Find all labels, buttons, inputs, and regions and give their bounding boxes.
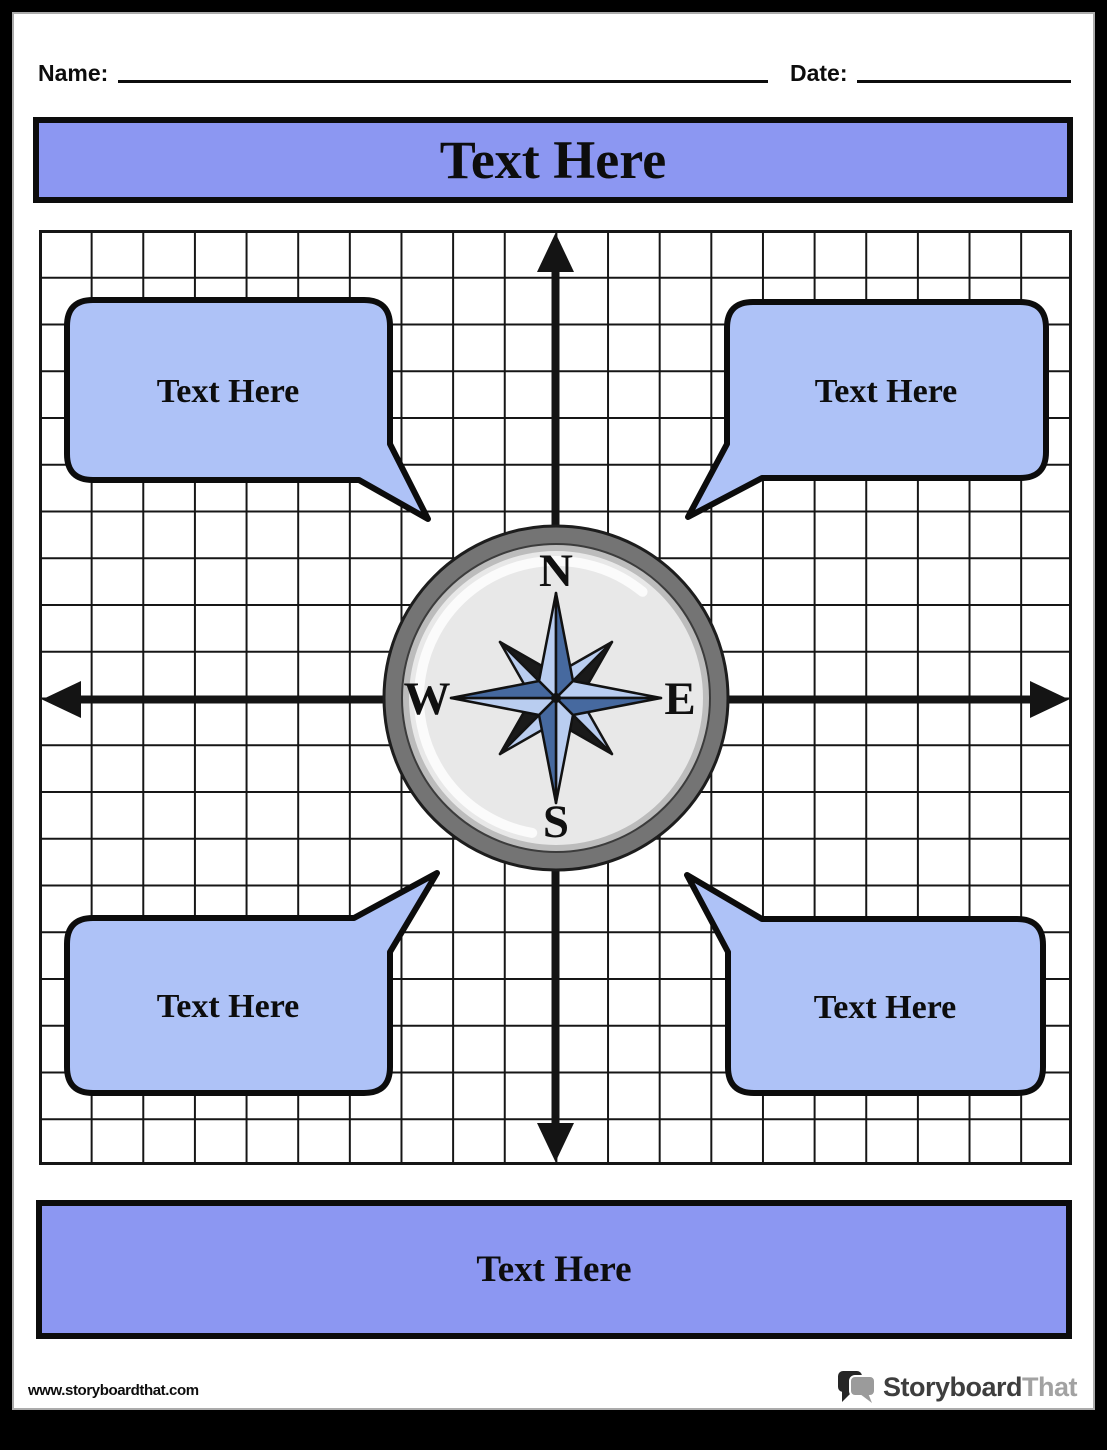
speech-bubble-bottom-right[interactable]: Text Here	[684, 872, 1046, 1096]
logo-text-secondary: That	[1022, 1371, 1078, 1402]
north-arrowhead-icon	[537, 233, 574, 272]
date-input-line[interactable]	[857, 59, 1071, 83]
compass-west-label: W	[404, 673, 451, 725]
speech-bubble-top-right[interactable]: Text Here	[685, 299, 1049, 520]
storyboardthat-logo: StoryboardThat	[837, 1368, 1078, 1406]
name-input-line[interactable]	[118, 59, 768, 83]
speech-bubbles-logo-icon	[837, 1371, 876, 1403]
west-arrowhead-icon	[42, 681, 81, 718]
bottom-banner[interactable]: Text Here	[36, 1200, 1072, 1339]
bubble-text-top-left: Text Here	[157, 373, 300, 410]
date-label: Date:	[790, 60, 848, 86]
grid-border	[39, 230, 1072, 1165]
speech-bubble-bottom-left[interactable]: Text Here	[64, 870, 440, 1096]
south-arrowhead-icon	[537, 1123, 574, 1162]
title-banner-text: Text Here	[439, 130, 667, 190]
bubble-text-bottom-right: Text Here	[814, 989, 957, 1026]
page-background: Name: Date: Text Here	[12, 12, 1095, 1410]
speech-bubble-top-left[interactable]: Text Here	[64, 297, 431, 522]
bubble-text-bottom-left: Text Here	[157, 988, 300, 1025]
name-label: Name:	[38, 60, 109, 86]
grid-map-area: Text Here Text Here Text Here Text Here	[39, 230, 1072, 1165]
footer-url: www.storyboardthat.com	[28, 1382, 199, 1399]
bottom-banner-text: Text Here	[476, 1249, 632, 1290]
bubble-text-top-right: Text Here	[815, 373, 958, 410]
logo-text-primary: Storyboard	[882, 1371, 1023, 1402]
grid-overlay: Text Here Text Here Text Here Text Here	[39, 230, 1072, 1165]
compass-north-label: N	[539, 545, 573, 597]
title-banner[interactable]: Text Here	[33, 117, 1073, 203]
compass-rose-icon: N E S W	[382, 524, 730, 872]
compass-south-label: S	[543, 796, 569, 848]
compass-east-label: E	[664, 673, 695, 725]
east-arrowhead-icon	[1030, 681, 1069, 718]
